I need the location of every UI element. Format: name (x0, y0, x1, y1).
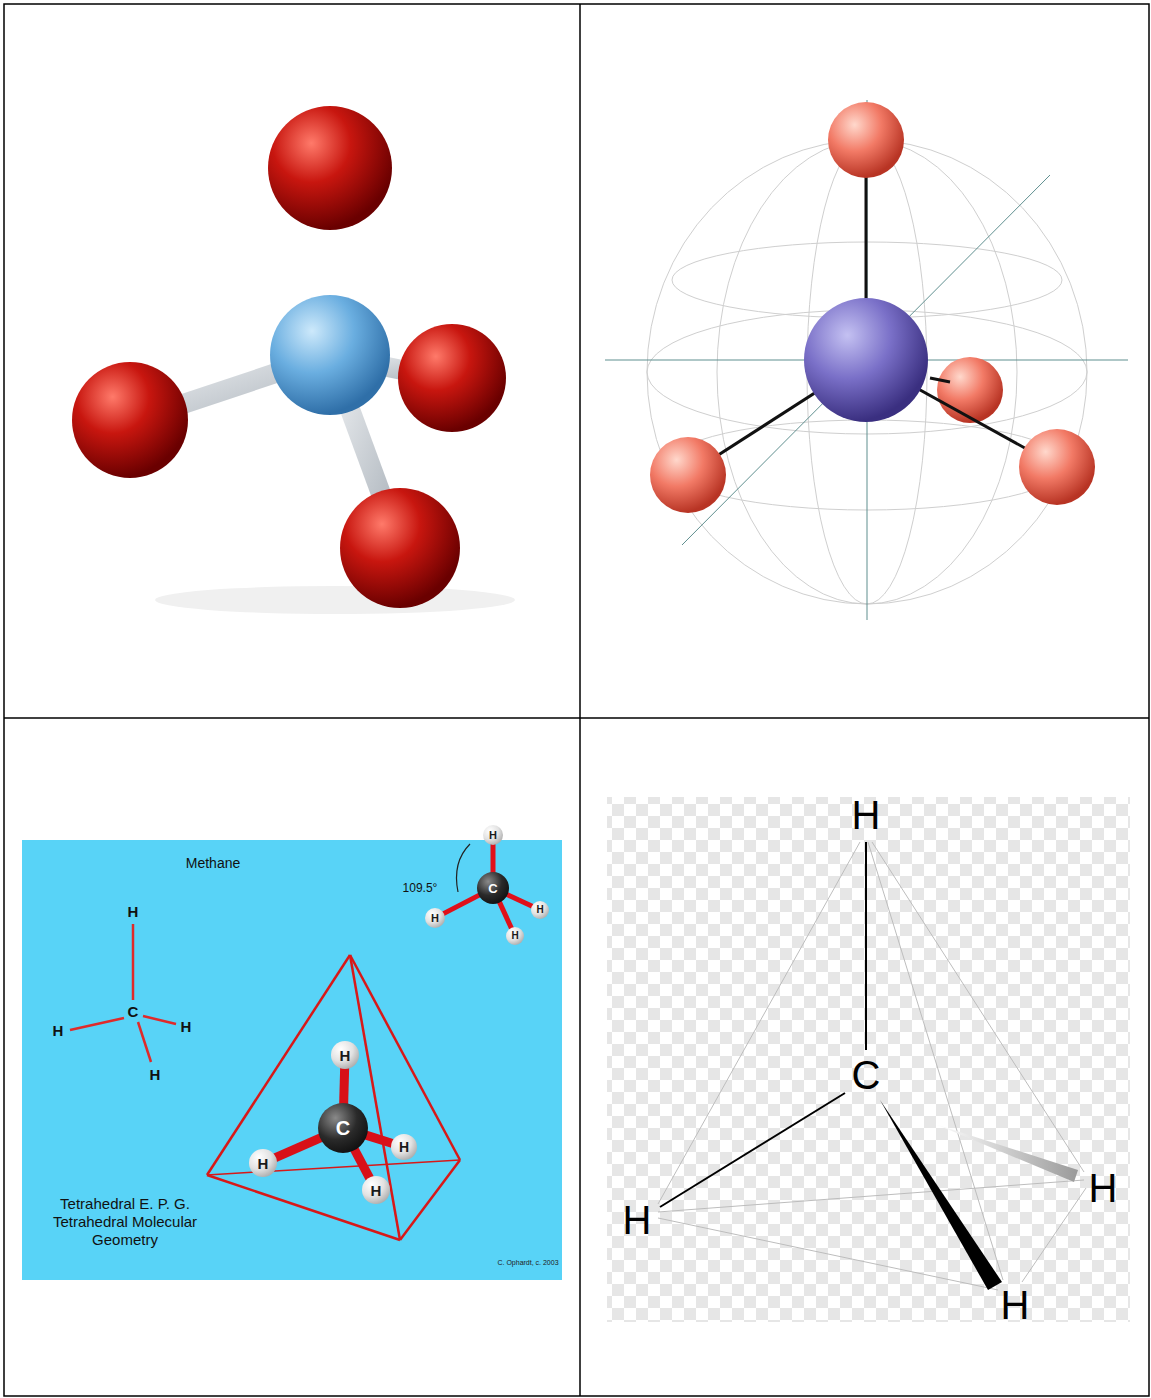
atom-label: H (128, 903, 139, 921)
wedge-dash-drawing-part (865, 842, 867, 1050)
methane-slide-part (132, 924, 135, 1000)
wireframe-model-part (1019, 429, 1095, 505)
atom-symbol: H (371, 1183, 382, 1198)
wedge-dash-drawing-part (658, 842, 860, 1204)
methane-slide-part (70, 924, 176, 1062)
wireframe-model-part (804, 298, 928, 422)
atom-symbol: H (489, 830, 497, 841)
wedge-dash-drawing-part (1022, 1188, 1086, 1282)
hydrogen-atom: H (425, 908, 445, 928)
methane-slide-part (22, 840, 562, 1280)
wedge-dash-drawing-part (658, 1218, 998, 1290)
atom-symbol: H (340, 1048, 351, 1063)
ball-stick-model-part (72, 362, 188, 478)
atom-symbol: H (511, 931, 518, 941)
atom-label: C (852, 1051, 881, 1099)
hydrogen-atom: H (531, 901, 549, 919)
atom-label: 109.5° (403, 881, 438, 895)
bond-line (499, 902, 511, 929)
methane-slide (22, 840, 562, 1280)
wedge-dash-drawing (607, 797, 1130, 1322)
methane-slide-part (207, 955, 460, 1240)
atom-symbol: C (336, 1118, 350, 1138)
atom-symbol: H (536, 905, 543, 915)
methane-slide-part (138, 1022, 151, 1062)
wireframe-model-part (695, 150, 1050, 470)
atom-label: H (150, 1066, 161, 1084)
methane-slide-part (207, 1160, 460, 1175)
wedge-dash-drawing-part (868, 842, 1003, 1280)
wireframe-model-part (650, 437, 726, 513)
atom-label: H (181, 1018, 192, 1036)
methane-slide-part (207, 1175, 400, 1240)
ball-stick-model-part (270, 295, 390, 415)
bond-line (366, 1135, 393, 1143)
ball-stick-model-part (398, 324, 506, 432)
atom-label: Tetrahedral E. P. G. Tetrahedral Molecul… (30, 1195, 220, 1249)
bond-line (507, 894, 533, 906)
atom-label: H (1001, 1281, 1030, 1329)
wedge-dash-drawing-part (658, 1180, 1084, 1212)
bond-line (354, 1149, 370, 1178)
wireframe-model-part (605, 100, 1128, 620)
atom-symbol: H (399, 1140, 409, 1154)
bond-line (275, 1138, 321, 1158)
atom-symbol: C (488, 882, 497, 895)
carbon-atom: C (318, 1103, 368, 1153)
ball-stick-model-part (340, 488, 460, 608)
hydrogen-atom: H (391, 1134, 417, 1160)
panel-grid-part (4, 4, 1149, 1396)
wedge-dash-drawing-part (658, 842, 1086, 1290)
carbon-atom: C (477, 872, 509, 904)
panel-grid-part (4, 717, 1149, 719)
wireframe-model-part (930, 378, 950, 382)
hydrogen-atom: H (506, 927, 524, 945)
panel-grid (4, 4, 1149, 1396)
methane-slide-part (350, 955, 400, 1240)
methane-slide-part (143, 1016, 176, 1024)
hydrogen-atom: H (483, 825, 503, 845)
atom-symbol: H (431, 913, 439, 924)
methane-slide-part (400, 1160, 460, 1240)
atom-label: Methane (186, 855, 240, 872)
wedge-dash-drawing-part (660, 1093, 845, 1207)
ball-stick-model-part (268, 106, 392, 230)
wireframe-model (605, 100, 1128, 620)
bond-line (339, 1068, 349, 1104)
hydrogen-atom: H (331, 1041, 359, 1069)
bond-line (491, 844, 496, 873)
atom-label: H (852, 791, 881, 839)
methane-slide-part (457, 844, 471, 892)
wireframe-model-part (937, 357, 1003, 423)
ball-stick-model (72, 106, 515, 614)
atom-label: H (623, 1196, 652, 1244)
atom-label: C (128, 1003, 139, 1021)
hydrogen-atom: H (362, 1176, 390, 1204)
atom-symbol: H (258, 1156, 269, 1171)
panel-grid-part (579, 4, 581, 1396)
methane-slide-part (70, 1018, 124, 1030)
wedge-dash-drawing-part (935, 1124, 1078, 1182)
hydrogen-atom: H (249, 1149, 277, 1177)
atom-label: H (1089, 1164, 1118, 1212)
bond-line (443, 895, 480, 914)
ball-stick-model-part (155, 586, 515, 614)
credit-note: C. Ophardt, c. 2003 (497, 1259, 558, 1267)
atom-label: H (53, 1022, 64, 1040)
wedge-dash-drawing-part (607, 797, 1130, 1322)
wedge-dash-drawing-part (880, 1100, 1002, 1290)
wedge-dash-drawing-part (872, 842, 1084, 1172)
wireframe-model-part (828, 102, 904, 178)
